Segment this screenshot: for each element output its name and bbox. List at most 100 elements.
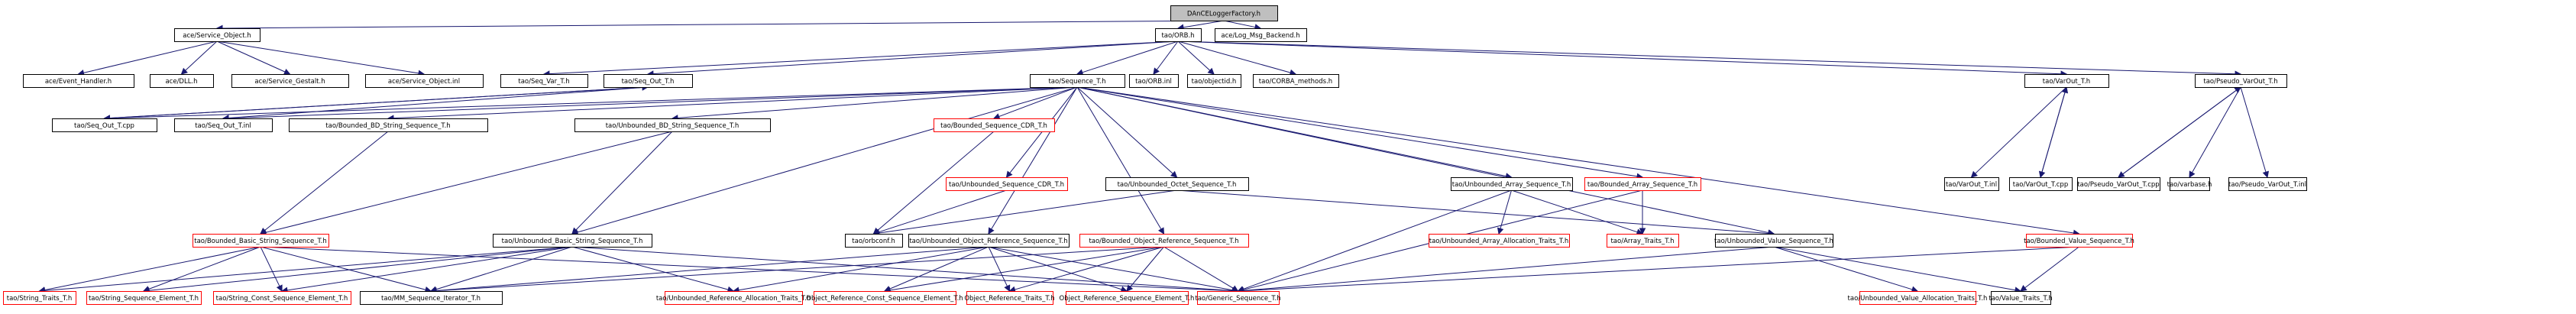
arrowhead-icon [992, 113, 1001, 120]
graph-node-bounded-value[interactable]: tao/Bounded_Value_Sequence_T.h [2024, 234, 2134, 248]
graph-node-unbounded-bd-string[interactable]: tao/Unbounded_BD_String_Sequence_T.h [574, 118, 771, 132]
edge-unbounded-array-to-unbounded-array-alloc [1500, 189, 1512, 229]
node-box [845, 234, 903, 248]
node-box [966, 291, 1053, 305]
edge-sequence-t-to-bounded-bd-string [393, 86, 1078, 119]
graph-node-unbounded-array[interactable]: tao/Unbounded_Array_Sequence_T.h [1451, 177, 1573, 191]
edge-service-object-h-to-service-object-inl [216, 40, 419, 74]
graph-node-varout-t[interactable]: tao/VarOut_T.h [2024, 74, 2109, 88]
graph-node-service-object-inl[interactable]: ace/Service_Object.inl [365, 74, 484, 88]
edge-seq-out-t-cpp-to-seq-out-t [104, 86, 643, 119]
graph-node-orb-inl[interactable]: tao/ORB.inl [1129, 74, 1179, 88]
graph-node-unbounded-seq-cdr[interactable]: tao/Unbounded_Sequence_CDR_T.h [946, 177, 1068, 191]
edge-bounded-value-to-generic-seq [1243, 246, 2079, 292]
graph-node-seq-out-t-inl[interactable]: tao/Seq_Out_T.inl [174, 118, 273, 132]
node-label: tao/Array_Traits_T.h [1610, 238, 1674, 245]
edge-seq-out-t-to-seq-out-t-inl [228, 86, 649, 118]
node-box [2024, 74, 2109, 88]
edge-bounded-objref-to-objref-const-seq-elem [889, 246, 1164, 291]
graph-node-pseudo-varout-t[interactable]: tao/Pseudo_VarOut_T.h [2195, 74, 2287, 88]
graph-node-varout-t-cpp[interactable]: tao/VarOut_T.cpp [2009, 177, 2073, 191]
node-label: tao/Unbounded_Sequence_CDR_T.h [949, 181, 1064, 189]
edge-bounded-objref-to-mm-seq-iter [435, 246, 1164, 292]
graph-node-string-const-seq-elem[interactable]: tao/String_Const_Sequence_Element_T.h [213, 291, 351, 305]
graph-node-generic-seq[interactable]: tao/Generic_Sequence_T.h [1195, 291, 1281, 305]
node-box [2170, 177, 2210, 191]
graph-node-service-gestalt[interactable]: ace/Service_Gestalt.h [231, 74, 349, 88]
graph-node-objref-const-seq-elem[interactable]: Object_Reference_Const_Sequence_Element_… [806, 291, 963, 305]
graph-node-unbounded-value[interactable]: tao/Unbounded_Value_Sequence_T.h [1714, 234, 1833, 248]
graph-node-value-traits[interactable]: tao/Value_Traits_T.h [1989, 291, 2053, 305]
graph-node-pseudo-varout-t-cpp[interactable]: tao/Pseudo_VarOut_T.cpp [2077, 177, 2160, 191]
graph-node-log-msg-backend[interactable]: ace/Log_Msg_Backend.h [1215, 28, 1307, 42]
graph-node-bounded-basic-string[interactable]: tao/Bounded_Basic_String_Sequence_T.h [193, 234, 329, 248]
node-box [3, 291, 76, 305]
graph-node-corba-methods[interactable]: tao/CORBA_methods.h [1253, 74, 1339, 88]
graph-node-objref-traits[interactable]: Object_Reference_Traits_T.h [964, 291, 1055, 305]
node-label: tao/Seq_Out_T.cpp [74, 122, 134, 130]
arrowhead-icon [1970, 170, 1978, 178]
node-box [2228, 177, 2307, 191]
graph-node-seq-var-t[interactable]: tao/Seq_Var_T.h [500, 74, 588, 88]
node-label: tao/VarOut_T.h [2043, 78, 2090, 86]
graph-node-bounded-bd-string[interactable]: tao/Bounded_BD_String_Sequence_T.h [289, 118, 488, 132]
node-box [665, 291, 803, 305]
edge-orb-h-to-corba-methods [1177, 40, 1291, 73]
graph-node-event-handler[interactable]: ace/Event_Handler.h [23, 74, 134, 88]
node-label: tao/varbase.h [2167, 181, 2212, 189]
graph-node-unbounded-octet[interactable]: tao/Unbounded_Octet_Sequence_T.h [1105, 177, 1249, 191]
graph-node-objref-seq-elem[interactable]: Object_Reference_Sequence_Element_T.h [1060, 291, 1195, 305]
edge-unbounded-bd-string-to-bounded-basic-string [265, 131, 673, 233]
graph-node-unbounded-value-alloc[interactable]: tao/Unbounded_Value_Allocation_Traits_T.… [1848, 291, 1988, 305]
graph-node-service-object-h[interactable]: ace/Service_Object.h [174, 28, 261, 42]
graph-node-sequence-t[interactable]: tao/Sequence_T.h [1030, 74, 1125, 88]
edge-orb-h-to-objectid [1177, 40, 1211, 71]
graph-node-mm-seq-iter[interactable]: tao/MM_Sequence_Iterator_T.h [360, 291, 503, 305]
node-box [604, 74, 693, 88]
graph-node-orb-h[interactable]: tao/ORB.h [1155, 28, 1202, 42]
arrowhead-icon [180, 67, 188, 75]
graph-node-dll[interactable]: ace/DLL.h [150, 74, 214, 88]
node-label: tao/Unbounded_Array_Sequence_T.h [1452, 181, 1571, 189]
node-box [2009, 177, 2073, 191]
arrowhead-icon [283, 68, 291, 75]
graph-node-unbounded-basic-string[interactable]: tao/Unbounded_Basic_String_Sequence_T.h [493, 234, 652, 248]
graph-node-unbounded-array-alloc[interactable]: tao/Unbounded_Array_Allocation_Traits_T.… [1429, 234, 1570, 248]
arrowhead-icon [1207, 67, 1215, 75]
graph-node-string-seq-elem[interactable]: tao/String_Sequence_Element_T.h [86, 291, 202, 305]
graph-node-unbounded-ref-alloc[interactable]: tao/Unbounded_Reference_Allocation_Trait… [656, 291, 811, 305]
graph-node-string-traits[interactable]: tao/String_Traits_T.h [3, 291, 76, 305]
graph-node-varout-t-inl[interactable]: tao/VarOut_T.inl [1944, 177, 1999, 191]
nodes-layer: DAnCELoggerFactory.hace/Service_Object.h… [3, 5, 2307, 305]
node-label: ace/Service_Object.h [183, 32, 251, 40]
graph-node-objectid[interactable]: tao/objectid.h [1187, 74, 1241, 88]
graph-node-orbconf[interactable]: tao/orbconf.h [845, 234, 903, 248]
node-box [23, 74, 134, 88]
node-label: tao/ORB.inl [1135, 78, 1172, 86]
edge-bounded-objref-to-objref-traits [1015, 246, 1164, 290]
graph-node-bounded-seq-cdr[interactable]: tao/Bounded_Sequence_CDR_T.h [934, 118, 1055, 132]
graph-node-array-traits[interactable]: tao/Array_Traits_T.h [1607, 234, 1679, 248]
edge-bounded-bd-string-to-bounded-basic-string [264, 131, 389, 231]
graph-node-seq-out-t-cpp[interactable]: tao/Seq_Out_T.cpp [52, 118, 157, 132]
edge-orb-h-to-seq-var-t [549, 40, 1179, 75]
node-label: tao/Unbounded_Value_Allocation_Traits_T.… [1848, 295, 1988, 303]
graph-node-unbounded-objref[interactable]: tao/Unbounded_Object_Reference_Sequence_… [908, 234, 1070, 248]
edge-sequence-t-to-unbounded-octet [1076, 86, 1173, 174]
graph-node-varbase[interactable]: tao/varbase.h [2167, 177, 2212, 191]
node-label: tao/String_Traits_T.h [7, 295, 73, 303]
graph-node-seq-out-t[interactable]: tao/Seq_Out_T.h [604, 74, 693, 88]
edge-root-to-log-msg-backend [1223, 20, 1256, 28]
node-box [174, 118, 273, 132]
node-label: tao/Seq_Out_T.h [622, 78, 675, 86]
node-box [1859, 291, 1976, 305]
node-label: tao/Bounded_Basic_String_Sequence_T.h [194, 238, 327, 245]
node-label: tao/Unbounded_Value_Sequence_T.h [1714, 238, 1833, 245]
node-label: tao/Generic_Sequence_T.h [1195, 295, 1280, 303]
node-label: ace/Service_Object.inl [388, 78, 460, 86]
graph-node-pseudo-varout-t-inl[interactable]: tao/Pseudo_VarOut_T.inl [2228, 177, 2307, 191]
graph-node-bounded-array[interactable]: tao/Bounded_Array_Sequence_T.h [1584, 177, 1701, 191]
node-box [174, 28, 261, 42]
node-label: tao/Bounded_Sequence_CDR_T.h [940, 122, 1047, 130]
graph-node-bounded-objref[interactable]: tao/Bounded_Object_Reference_Sequence_T.… [1079, 234, 1249, 248]
